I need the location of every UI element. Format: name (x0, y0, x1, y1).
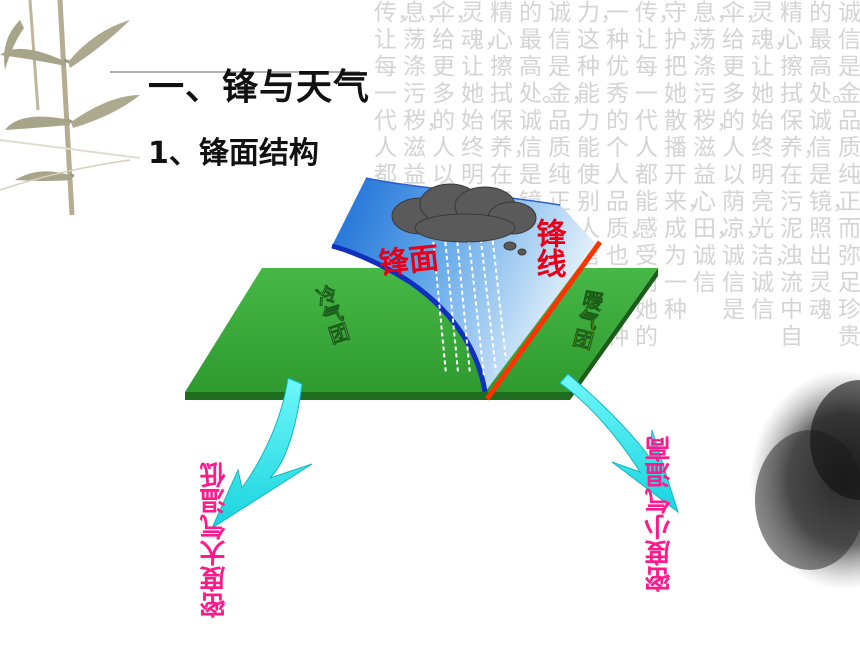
cold-arrow-icon (210, 377, 313, 530)
background-text-column: 传，让每一代人都能感受到她的 (635, 0, 681, 350)
front-surface-label: 锋面 (377, 241, 440, 282)
background-text-column: 守护，把她散播开来，成为一种 (664, 0, 710, 323)
front-line (484, 240, 603, 401)
rain-cloud-icon (391, 183, 537, 256)
background-text-column: 伞，给更多的人以荫凉，诚信是 (722, 0, 768, 323)
page-title: 一、锋与天气 (148, 67, 371, 108)
background-text-column: 精心擦拭保养，在污泥浊流中自 (780, 0, 826, 350)
background-text-column: 诚信是金，品质纯正而弥足珍贵 (838, 0, 860, 350)
background-text-column: 灵魂，让她始终明亮光洁，诚信 (751, 0, 797, 323)
ink-splash-decoration-icon (750, 370, 860, 590)
bamboo-decoration-icon (0, 0, 141, 216)
front-line-label: 锋线 (531, 218, 567, 278)
warm-arrow-icon (559, 373, 679, 514)
rain-lines (431, 227, 507, 377)
cold-properties-label: 密度大气温低 (199, 461, 230, 619)
warm-properties-label: 密度小气温高 (644, 436, 675, 593)
section-subtitle: 1、锋面结构 (148, 136, 319, 171)
